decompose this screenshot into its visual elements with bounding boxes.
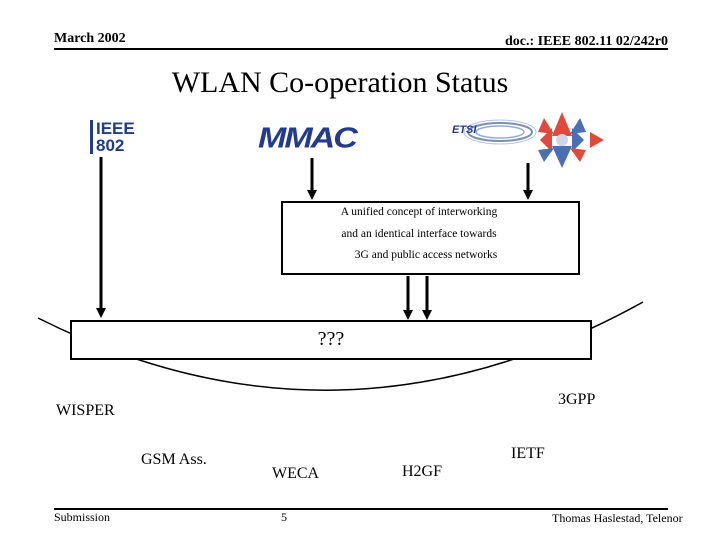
footer-page-number: 5 [281,510,287,524]
ieee-logo-line2: 802 [96,136,125,155]
star-arrows-logo [538,112,604,168]
label-wisper: WISPER [56,402,115,419]
label-3gpp: 3GPP [558,391,596,408]
unified-line-1: A unified concept of interworking [340,206,498,218]
footer-rule [54,508,668,510]
unified-concept-text: A unified concept of interworking and an… [289,202,549,267]
etsi-globe [463,119,537,145]
unified-concept-box [281,201,580,275]
label-ietf: IETF [511,445,545,462]
footer-submission: Submission [54,510,111,524]
header-date: March 2002 [54,31,126,46]
mmac-logo: MMAC [258,121,358,155]
header-rule [54,48,668,50]
ieee-logo-line1: IEEE [96,119,135,138]
unified-line-3: 3G and public access networks [354,249,498,261]
unknown-box [70,320,592,360]
header-doc-id: doc.: IEEE 802.11 02/242r0 [505,34,668,49]
slide-title: WLAN Co-operation Status [171,66,509,99]
unified-line-2: and an identical interface towards [341,227,497,240]
unknown-box-label: ??? [317,328,345,350]
etsi-logo: ETSI [452,124,477,136]
label-weca: WECA [272,465,320,482]
ieee-802-logo: IEEE 802 [90,118,135,156]
footer-author: Thomas Haslestad, Telenor [552,511,683,525]
label-h2gf: H2GF [402,463,443,480]
label-gsm-ass: GSM Ass. [141,451,207,468]
